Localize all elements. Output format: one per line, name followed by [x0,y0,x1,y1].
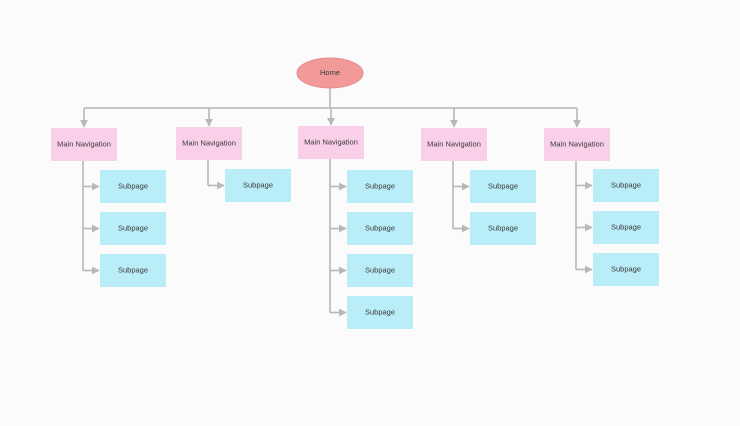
subpage-node[interactable]: Subpage [470,170,536,203]
subpage-label: Subpage [488,181,518,190]
subpage-box [100,212,166,245]
main-navigation-node[interactable]: Main Navigation [544,128,610,161]
main-navigation-node[interactable]: Main Navigation [51,128,117,161]
subpage-label: Subpage [365,223,395,232]
subpage-box [347,212,413,245]
main-navigation-node[interactable]: Main Navigation [176,127,242,160]
subpage-label: Subpage [488,223,518,232]
subpage-label: Subpage [243,180,273,189]
main-navigation-node[interactable]: Main Navigation [298,126,364,159]
subpage-box [347,254,413,287]
main-navigation-label: Main Navigation [550,139,604,148]
subpage-node[interactable]: Subpage [593,253,659,286]
subpage-node[interactable]: Subpage [100,170,166,203]
subpage-label: Subpage [611,222,641,231]
main-navigation-node[interactable]: Main Navigation [421,128,487,161]
subpage-node[interactable]: Subpage [347,296,413,329]
connectors [80,88,593,317]
subpage-box [593,169,659,202]
main-navigation-label: Main Navigation [57,139,111,148]
subpage-box [347,170,413,203]
subpage-label: Subpage [611,264,641,273]
subpage-label: Subpage [611,180,641,189]
main-navigation-box [51,128,117,161]
subpage-box [100,254,166,287]
subpage-label: Subpage [365,181,395,190]
main-navigation-box [298,126,364,159]
main-navigation-label: Main Navigation [182,138,236,147]
main-navigation-box [421,128,487,161]
subpage-node[interactable]: Subpage [100,254,166,287]
root-node-home[interactable]: Home [296,57,364,89]
subpage-node[interactable]: Subpage [470,212,536,245]
root-ellipse [296,57,364,89]
subpage-node[interactable]: Subpage [100,212,166,245]
subpage-box [225,169,291,202]
subpage-box [100,170,166,203]
subpage-box [593,253,659,286]
subpage-label: Subpage [118,223,148,232]
root-label: Home [320,68,340,77]
subpage-node[interactable]: Subpage [593,169,659,202]
nodes: Home Main NavigationSubpageSubpageSubpag… [51,57,659,329]
subpage-node[interactable]: Subpage [225,169,291,202]
subpage-label: Subpage [118,181,148,190]
subpage-box [470,170,536,203]
subpage-node[interactable]: Subpage [347,212,413,245]
subpage-box [593,211,659,244]
main-navigation-box [176,127,242,160]
subpage-label: Subpage [118,265,148,274]
main-navigation-label: Main Navigation [427,139,481,148]
subpage-label: Subpage [365,265,395,274]
subpage-node[interactable]: Subpage [593,211,659,244]
subpage-node[interactable]: Subpage [347,170,413,203]
subpage-node[interactable]: Subpage [347,254,413,287]
main-navigation-label: Main Navigation [304,137,358,146]
subpage-box [347,296,413,329]
subpage-box [470,212,536,245]
main-navigation-box [544,128,610,161]
subpage-label: Subpage [365,307,395,316]
